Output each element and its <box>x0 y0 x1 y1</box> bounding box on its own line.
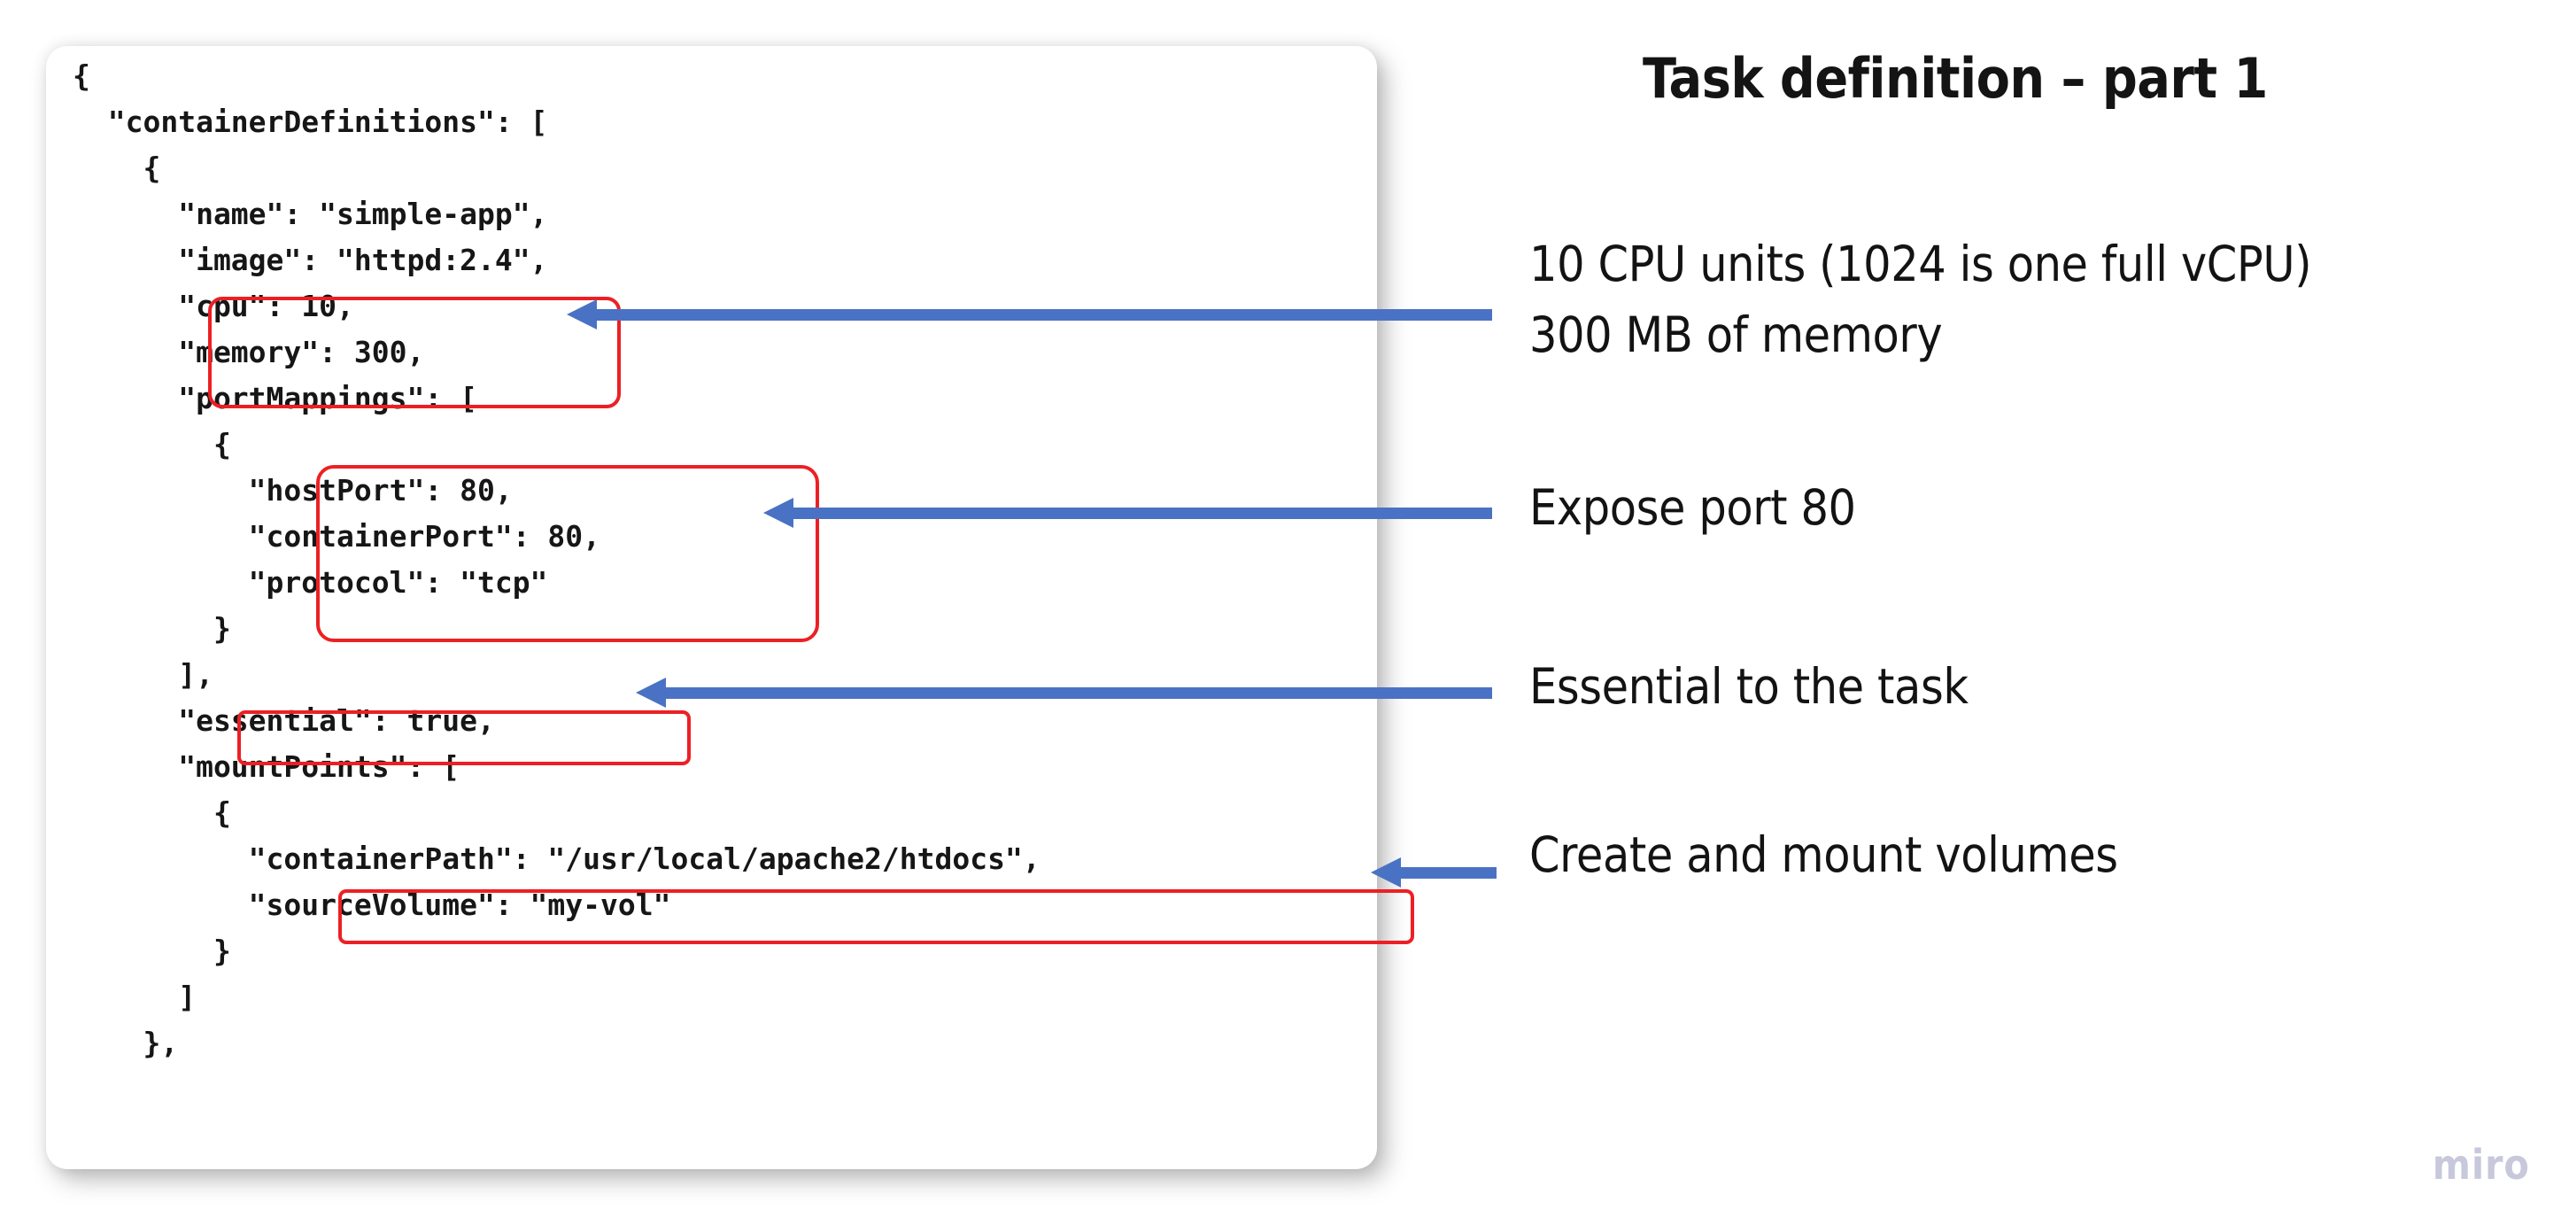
arrowhead-left-icon <box>567 299 597 329</box>
arrow-shaft <box>1399 867 1497 879</box>
arrow-to-port-mappings <box>763 498 1492 528</box>
arrowhead-left-icon <box>636 678 666 708</box>
annotation-essential: Essential to the task <box>1529 658 1969 715</box>
cpu-memory-highlight <box>208 297 621 408</box>
arrow-shaft <box>664 687 1492 699</box>
arrow-shaft <box>595 309 1492 321</box>
slide-title: Task definition – part 1 <box>1643 46 2268 111</box>
port-mappings-highlight <box>316 465 819 642</box>
miro-watermark: miro <box>2432 1141 2530 1189</box>
arrow-shaft <box>792 508 1492 519</box>
annotation-cpu-memory-line-1: 10 CPU units (1024 is one full vCPU) <box>1529 236 2312 292</box>
arrow-to-source-volume <box>1371 857 1497 888</box>
annotation-cpu-memory-line-2: 300 MB of memory <box>1529 306 1943 363</box>
code-panel: { "containerDefinitions": [ { "name": "s… <box>46 46 1414 1169</box>
task-definition-json: { "containerDefinitions": [ { "name": "s… <box>73 58 1040 1060</box>
arrow-to-cpu-memory <box>567 299 1492 329</box>
annotation-cpu-memory: 10 CPU units (1024 is one full vCPU) 300… <box>1529 229 2312 370</box>
annotation-expose-port: Expose port 80 <box>1529 479 1856 536</box>
arrowhead-left-icon <box>763 498 793 528</box>
arrow-to-essential <box>636 678 1492 708</box>
annotation-volumes: Create and mount volumes <box>1529 826 2118 883</box>
source-volume-highlight <box>338 889 1414 944</box>
essential-highlight <box>237 710 691 765</box>
arrowhead-left-icon <box>1371 857 1401 888</box>
